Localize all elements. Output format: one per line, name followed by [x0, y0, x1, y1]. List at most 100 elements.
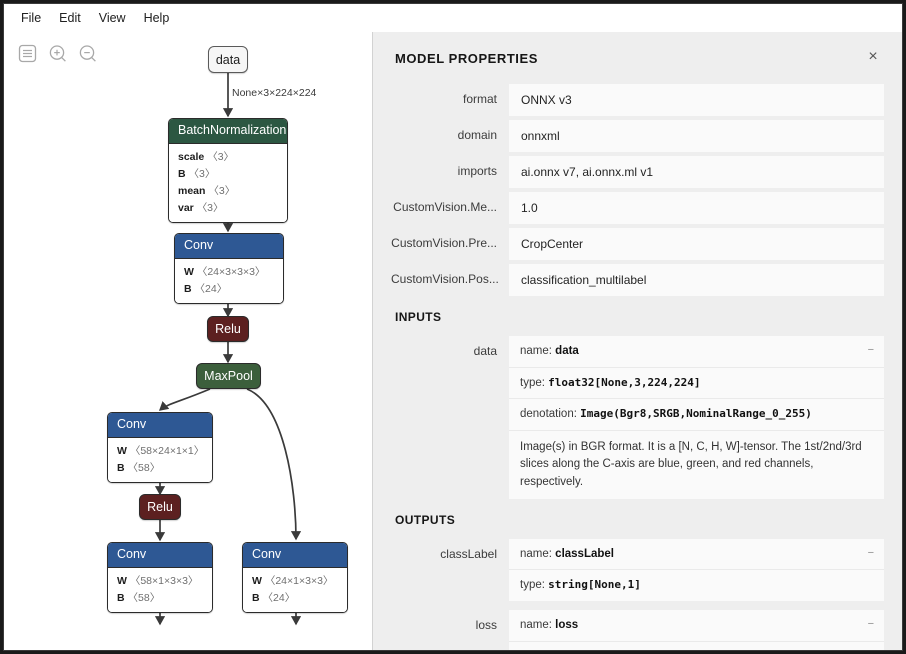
node-attr: mean 〈3〉 [178, 183, 278, 200]
graph-node-attrs: W 〈24×1×3×3〉 B 〈24〉 [243, 567, 347, 613]
node-attr-dims: 〈58〉 [127, 462, 161, 475]
graph-node-title: Relu [215, 322, 241, 336]
property-row-imports: imports ai.onnx v7, ai.onnx.ml v1 [391, 156, 884, 188]
graph-node-attrs: W 〈58×24×1×1〉 B 〈58〉 [108, 437, 212, 483]
property-value[interactable]: ONNX v3 [509, 84, 884, 116]
property-value[interactable]: CropCenter [509, 228, 884, 260]
node-attr-dims: 〈3〉 [196, 202, 224, 215]
node-attr-dims: 〈24〉 [194, 283, 228, 296]
property-label: domain [457, 128, 497, 142]
graph-toolbar [16, 42, 99, 65]
output-type-key: type: [520, 579, 545, 592]
property-row-customvision-metadata: CustomVision.Me... 1.0 [391, 192, 884, 224]
property-row-customvision-preprocess: CustomVision.Pre... CropCenter [391, 228, 884, 260]
node-attr: W 〈24×3×3×3〉 [184, 264, 274, 281]
close-icon[interactable]: × [868, 48, 878, 65]
graph-node-batchnormalization[interactable]: BatchNormalization scale 〈3〉 B 〈3〉 mean … [168, 118, 288, 224]
input-description: Image(s) in BGR format. It is a [N, C, H… [520, 441, 862, 488]
graph-node-relu-2[interactable]: Relu [139, 494, 181, 520]
property-value[interactable]: classification_multilabel [509, 264, 884, 296]
page-title: MODEL PROPERTIES [395, 50, 538, 66]
property-label: CustomVision.Me... [393, 200, 497, 214]
node-attr-dims: 〈24×1×3×3〉 [264, 575, 334, 588]
property-label: imports [457, 164, 497, 178]
graph-canvas[interactable]: data None×3×224×224 BatchNormalization s… [4, 32, 372, 650]
input-card: name: data − type: float32[None,3,224,22… [509, 336, 884, 499]
node-attr: B 〈58〉 [117, 590, 203, 607]
node-attr-name: B [252, 592, 260, 605]
collapse-icon[interactable]: − [867, 546, 874, 559]
input-denotation-key: denotation: [520, 408, 577, 421]
property-label: format [462, 92, 497, 106]
collapse-icon[interactable]: − [867, 618, 874, 631]
graph-node-conv-2[interactable]: Conv W 〈58×24×1×1〉 B 〈58〉 [107, 412, 213, 484]
panel-header: MODEL PROPERTIES × [373, 32, 902, 84]
node-attr-name: var [178, 202, 194, 215]
node-attr-dims: 〈3〉 [208, 185, 236, 198]
hamburger-menu-icon[interactable] [16, 42, 39, 65]
output-name-line: name: classLabel − [509, 539, 884, 571]
graph-node-attrs: W 〈24×3×3×3〉 B 〈24〉 [175, 258, 283, 304]
output-name-key: name: [520, 619, 552, 632]
node-attr-dims: 〈58×1×3×3〉 [129, 575, 199, 588]
node-attr-dims: 〈58〉 [127, 592, 161, 605]
input-type-line: type: float32[None,3,224,224] [509, 368, 884, 400]
graph-node-data[interactable]: data [208, 46, 248, 73]
output-type-line: type: string[None,1] [509, 570, 884, 601]
node-attr-name: W [184, 266, 194, 279]
graph-edge-label: None×3×224×224 [232, 87, 317, 99]
graph-node-relu-1[interactable]: Relu [207, 316, 249, 342]
graph-node-conv-3[interactable]: Conv W 〈58×1×3×3〉 B 〈58〉 [107, 542, 213, 614]
output-card: name: loss − type: sequence<map<string,f… [509, 610, 884, 650]
property-value[interactable]: ai.onnx v7, ai.onnx.ml v1 [509, 156, 884, 188]
output-name-line: name: loss − [509, 610, 884, 642]
node-attr-name: mean [178, 185, 206, 198]
node-attr-name: W [252, 575, 262, 588]
node-attr-name: B [117, 462, 125, 475]
node-attr-dims: 〈3〉 [207, 151, 235, 164]
model-properties-panel: MODEL PROPERTIES × format ONNX v3 domain… [372, 32, 902, 650]
input-denotation-value: Image(Bgr8,SRGB,NominalRange_0_255) [580, 407, 812, 421]
output-type-line: type: sequence<map<string,float32>> [509, 642, 884, 651]
node-attr-dims: 〈3〉 [188, 168, 216, 181]
zoom-out-icon[interactable] [76, 42, 99, 65]
output-name-key: name: [520, 547, 552, 560]
input-denotation-line: denotation: Image(Bgr8,SRGB,NominalRange… [509, 399, 884, 432]
zoom-in-icon[interactable] [46, 42, 69, 65]
node-attr: var 〈3〉 [178, 200, 278, 217]
graph-node-title: data [215, 52, 241, 67]
menu-item-file[interactable]: File [21, 11, 42, 25]
node-attr-dims: 〈58×24×1×1〉 [129, 445, 205, 458]
property-value[interactable]: 1.0 [509, 192, 884, 224]
node-attr: B 〈24〉 [184, 281, 274, 298]
input-name-line: name: data − [509, 336, 884, 368]
section-title-outputs: OUTPUTS [395, 512, 456, 527]
graph-node-title: MaxPool [204, 369, 253, 383]
output-card: name: classLabel − type: string[None,1] [509, 538, 884, 602]
property-value[interactable]: onnxml [509, 120, 884, 152]
graph-node-title: Relu [147, 500, 173, 514]
graph-node-maxpool[interactable]: MaxPool [196, 363, 261, 389]
netron-window: File Edit View Help [3, 3, 903, 651]
graph-node-title: Conv [243, 543, 347, 568]
property-row-customvision-postprocess: CustomVision.Pos... classification_multi… [391, 264, 884, 296]
graph-node-attrs: W 〈58×1×3×3〉 B 〈58〉 [108, 567, 212, 613]
collapse-icon[interactable]: − [867, 344, 874, 356]
graph-node-conv-1[interactable]: Conv W 〈24×3×3×3〉 B 〈24〉 [174, 233, 284, 305]
node-attr-name: W [117, 575, 127, 588]
panel-body: format ONNX v3 domain onnxml imports ai.… [373, 84, 902, 650]
menu-item-view[interactable]: View [98, 11, 126, 25]
node-attr: B 〈58〉 [117, 460, 203, 477]
menu-item-help[interactable]: Help [143, 11, 170, 25]
section-title-inputs: INPUTS [395, 310, 442, 324]
property-label: CustomVision.Pre... [391, 236, 497, 250]
graph-node-conv-4[interactable]: Conv W 〈24×1×3×3〉 B 〈24〉 [242, 542, 348, 614]
node-attr-dims: 〈24×3×3×3〉 [196, 266, 266, 279]
graph-node-title: Conv [175, 234, 283, 259]
input-name-key: name: [520, 345, 552, 357]
node-attr: B 〈24〉 [252, 590, 338, 607]
node-attr-name: B [178, 168, 186, 181]
graph-node-title: BatchNormalization [169, 119, 287, 144]
menu-item-edit[interactable]: Edit [59, 11, 81, 25]
input-type-key: type: [520, 376, 545, 389]
